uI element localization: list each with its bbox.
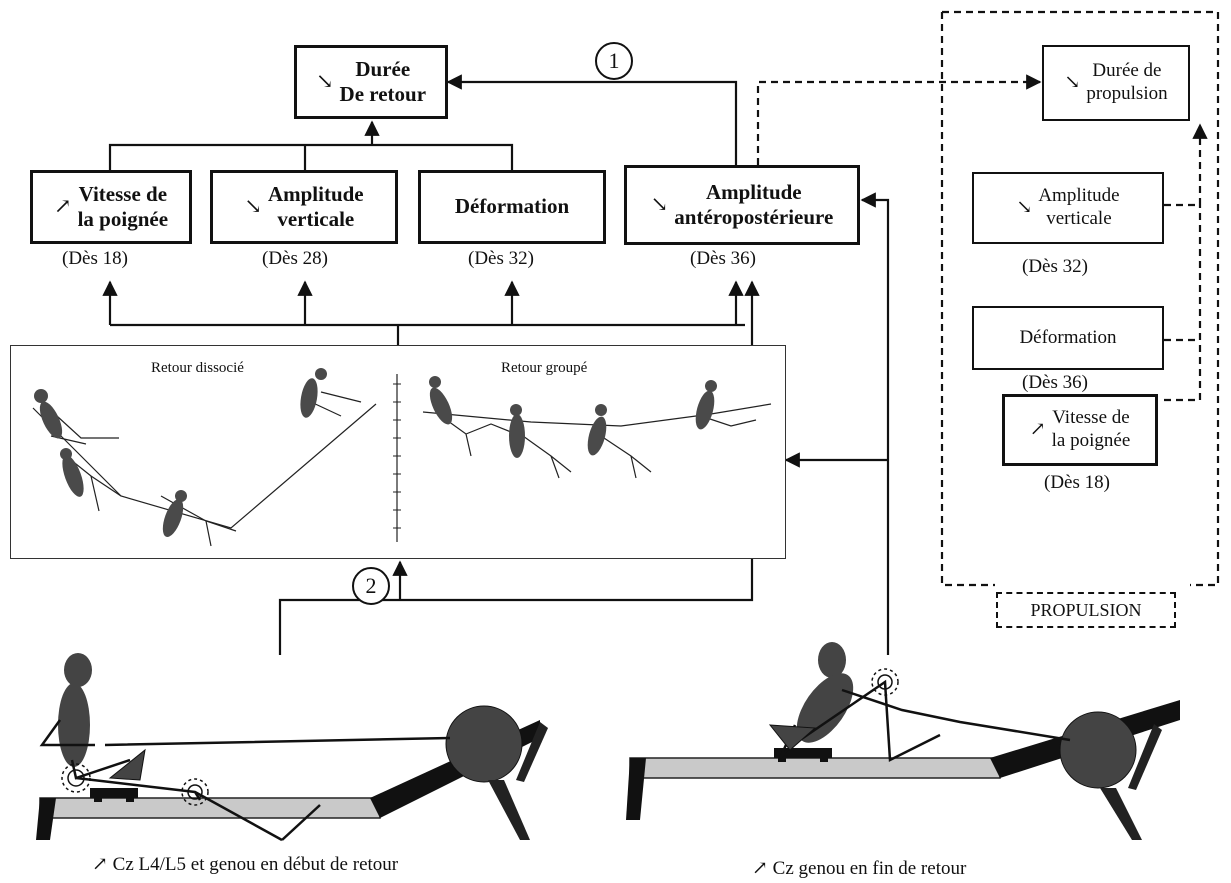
label-prop-des32: (Dès 32) (1022, 256, 1088, 277)
decrease-arrow-icon: ↘ (315, 69, 334, 94)
propulsion-label: PROPULSION (996, 592, 1176, 628)
caption-left-text: Cz L4/L5 et genou en début de retour (112, 854, 399, 875)
box-deformation-label: Déformation (454, 194, 570, 219)
box-deformation: Déformation (418, 170, 606, 244)
panel-right-title: Retour groupé (501, 360, 588, 376)
decrease-arrow-icon: ↘ (1016, 196, 1033, 218)
box-antero-line2: antéropostérieure (674, 205, 834, 229)
label-des18: (Dès 18) (62, 248, 128, 269)
box-duree-retour-line2: De retour (339, 82, 427, 106)
decrease-arrow-icon: ↘ (1064, 71, 1081, 93)
increase-arrow-icon: ↗ (92, 854, 108, 875)
caption-left: ↗ Cz L4/L5 et genou en début de retour (92, 853, 398, 876)
box-duree-retour-line1: Durée (355, 56, 411, 81)
box-propvit-line1: Vitesse de (1052, 407, 1130, 429)
box-dureeprop-line2: propulsion (1086, 83, 1168, 104)
increase-arrow-icon: ↗ (53, 194, 72, 219)
decrease-arrow-icon: ↘ (650, 192, 669, 217)
increase-arrow-icon: ↗ (752, 858, 768, 879)
box-antero-line1: Amplitude (705, 179, 802, 204)
step-circle-2: 2 (352, 567, 390, 605)
box-ampvert-line2: verticale (277, 207, 355, 231)
caption-right-text: Cz genou en fin de retour (772, 858, 967, 879)
box-propamp-line1: Amplitude (1038, 185, 1120, 207)
rower-end-illustration (626, 642, 1180, 840)
increase-arrow-icon: ↗ (1029, 418, 1046, 440)
caption-right: ↗ Cz genou en fin de retour (752, 857, 966, 880)
box-propdef-label: Déformation (1019, 326, 1117, 348)
stick-figure-plot (32, 368, 772, 547)
box-vitesse-line2: la poignée (77, 207, 169, 231)
box-ampvert-line1: Amplitude (267, 181, 364, 206)
box-propvit-line2: la poignée (1051, 430, 1131, 451)
rower-start-illustration (36, 653, 548, 842)
panel-left-title: Retour dissocié (151, 360, 244, 376)
label-des32: (Dès 32) (468, 248, 534, 269)
label-des36: (Dès 36) (690, 248, 756, 269)
label-prop-des18: (Dès 18) (1044, 472, 1110, 493)
step-circle-1: 1 (595, 42, 633, 80)
box-vitesse-line1: Vitesse de (78, 181, 168, 206)
box-propamp-line2: verticale (1046, 208, 1112, 229)
box-prop-deformation: Déformation (972, 306, 1164, 370)
label-prop-des36: (Dès 36) (1022, 372, 1088, 393)
motion-panel: Retour dissocié Retour groupé (10, 345, 786, 559)
box-dureeprop-line1: Durée de (1092, 60, 1162, 82)
decrease-arrow-icon: ↘ (244, 194, 262, 219)
label-des28: (Dès 28) (262, 248, 328, 269)
